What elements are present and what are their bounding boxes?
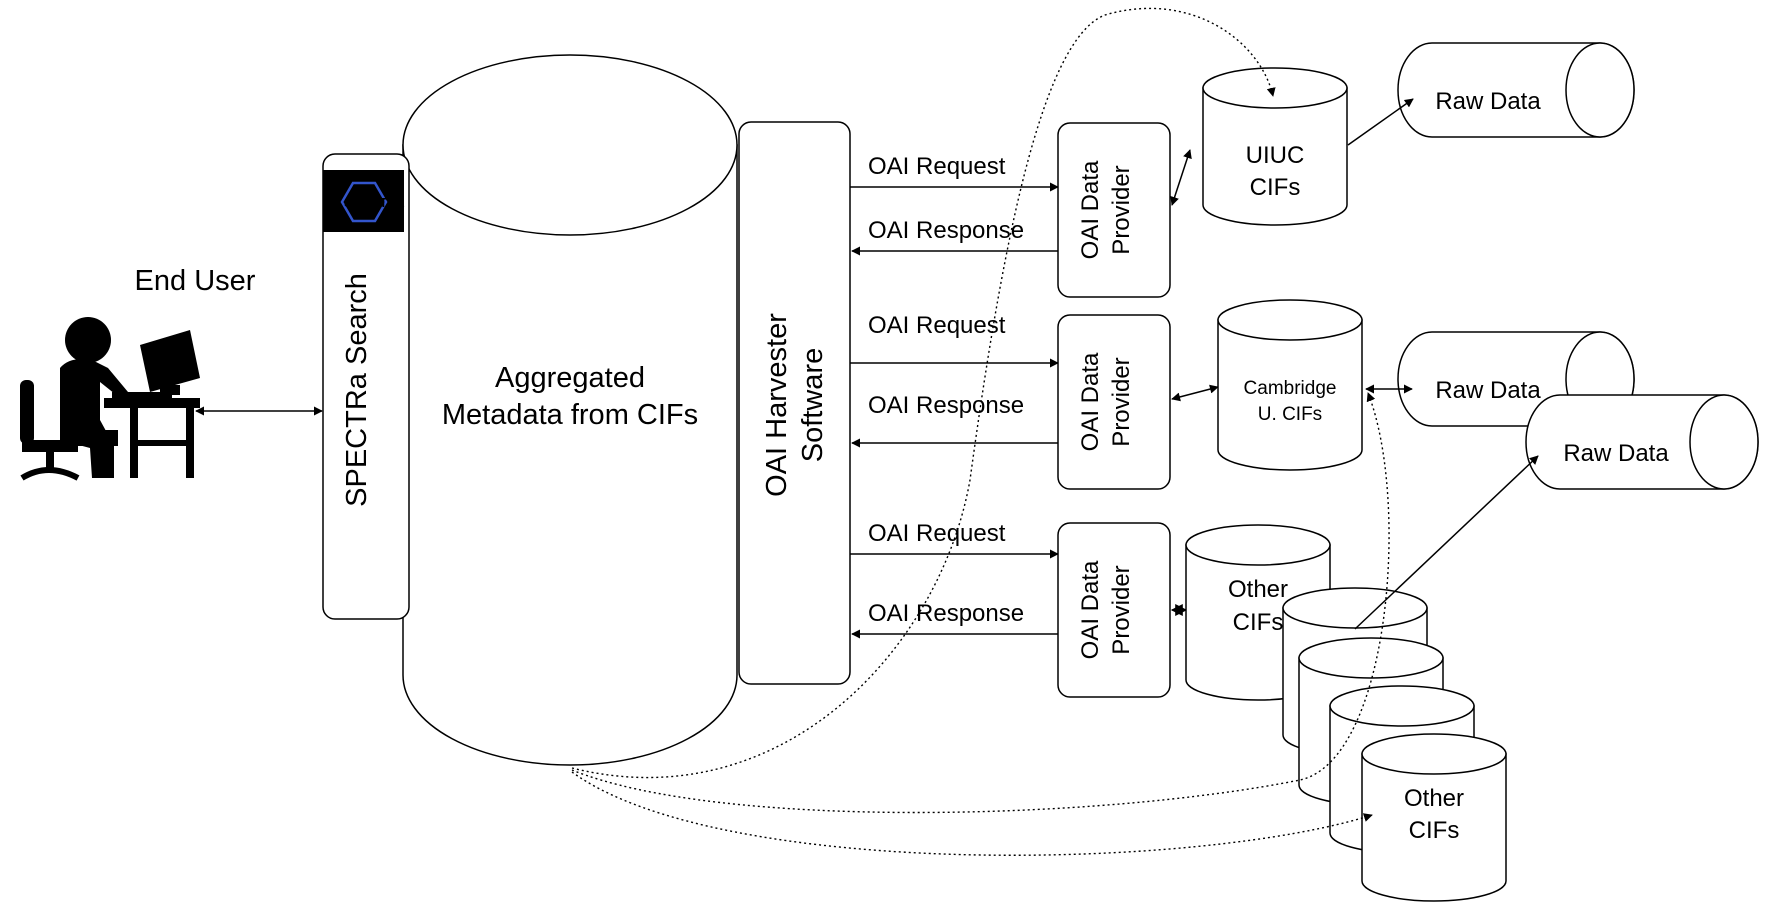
other-cifs-stack: Other CIFs (1282, 587, 1507, 902)
oai-request-label: OAI Request (868, 153, 1006, 180)
aggregated-label-line1: Aggregated (495, 362, 645, 394)
aggregated-metadata-cylinder: Aggregated Metadata from CIFs (402, 54, 738, 766)
oai-data-provider-3: OAI Data Provider (1057, 522, 1171, 698)
exchange-row-1: OAI Request OAI Response (850, 153, 1059, 256)
harvester-label-line1: OAI Harvester (761, 313, 793, 497)
repo-label-line1: Cambridge (1244, 378, 1337, 399)
exchange-row-3: OAI Request OAI Response (850, 520, 1059, 639)
raw-data-label: Raw Data (1563, 440, 1669, 467)
stack-raw-link (1354, 455, 1539, 630)
provider-label-line1: OAI Data (1077, 160, 1104, 259)
repo-label-line2: CIFs (1233, 609, 1284, 636)
oai-data-provider-1: OAI Data Provider (1057, 122, 1171, 298)
provider-label-line2: Provider (1108, 165, 1135, 254)
stack-label-line1: Other (1404, 785, 1464, 812)
oai-request-label: OAI Request (868, 520, 1006, 547)
person-at-computer-icon (20, 317, 200, 481)
repo-label-line1: Other (1228, 576, 1288, 603)
spectra-logo-text: SPECTRa (344, 195, 405, 210)
raw-data-label: Raw Data (1435, 88, 1541, 115)
dotted-link-to-other-cifs (571, 771, 1373, 856)
provider-label-line2: Provider (1108, 357, 1135, 446)
oai-response-label: OAI Response (868, 600, 1024, 627)
oai-response-label: OAI Response (868, 217, 1024, 244)
aggregated-label-line2: Metadata from CIFs (442, 399, 698, 431)
spectra-search-label: SPECTRa Search (341, 273, 373, 507)
provider2-repo-link (1171, 384, 1219, 402)
raw-data-cylinder-3: Raw Data (1525, 394, 1759, 490)
stack-label-line2: CIFs (1409, 817, 1460, 844)
exchange-row-2: OAI Request OAI Response (850, 312, 1059, 448)
spectra-search-box: SPECTRa SPECTRa Search (322, 153, 410, 620)
raw-data-label: Raw Data (1435, 377, 1541, 404)
repo-label-line2: CIFs (1250, 174, 1301, 201)
provider1-repo-link (1170, 149, 1192, 206)
oai-harvester-box: OAI Harvester Software (738, 121, 851, 685)
repo-label-line2: U. CIFs (1258, 404, 1322, 425)
oai-request-label: OAI Request (868, 312, 1006, 339)
raw-data-cylinder-1: Raw Data (1397, 42, 1635, 138)
uiuc-raw-link (1347, 98, 1414, 146)
oai-response-label: OAI Response (868, 392, 1024, 419)
repo-label-line1: UIUC (1246, 142, 1305, 169)
provider-label-line1: OAI Data (1077, 560, 1104, 659)
cambridge-cifs-cylinder: Cambridge U. CIFs (1217, 299, 1363, 471)
provider-label-line2: Provider (1108, 565, 1135, 654)
provider-label-line1: OAI Data (1077, 352, 1104, 451)
spectra-logo: SPECTRa (323, 170, 405, 232)
end-user-label: End User (135, 265, 256, 297)
uiuc-cifs-cylinder: UIUC CIFs (1202, 67, 1348, 226)
harvester-label-line2: Software (797, 348, 829, 462)
oai-data-provider-2: OAI Data Provider (1057, 314, 1171, 490)
